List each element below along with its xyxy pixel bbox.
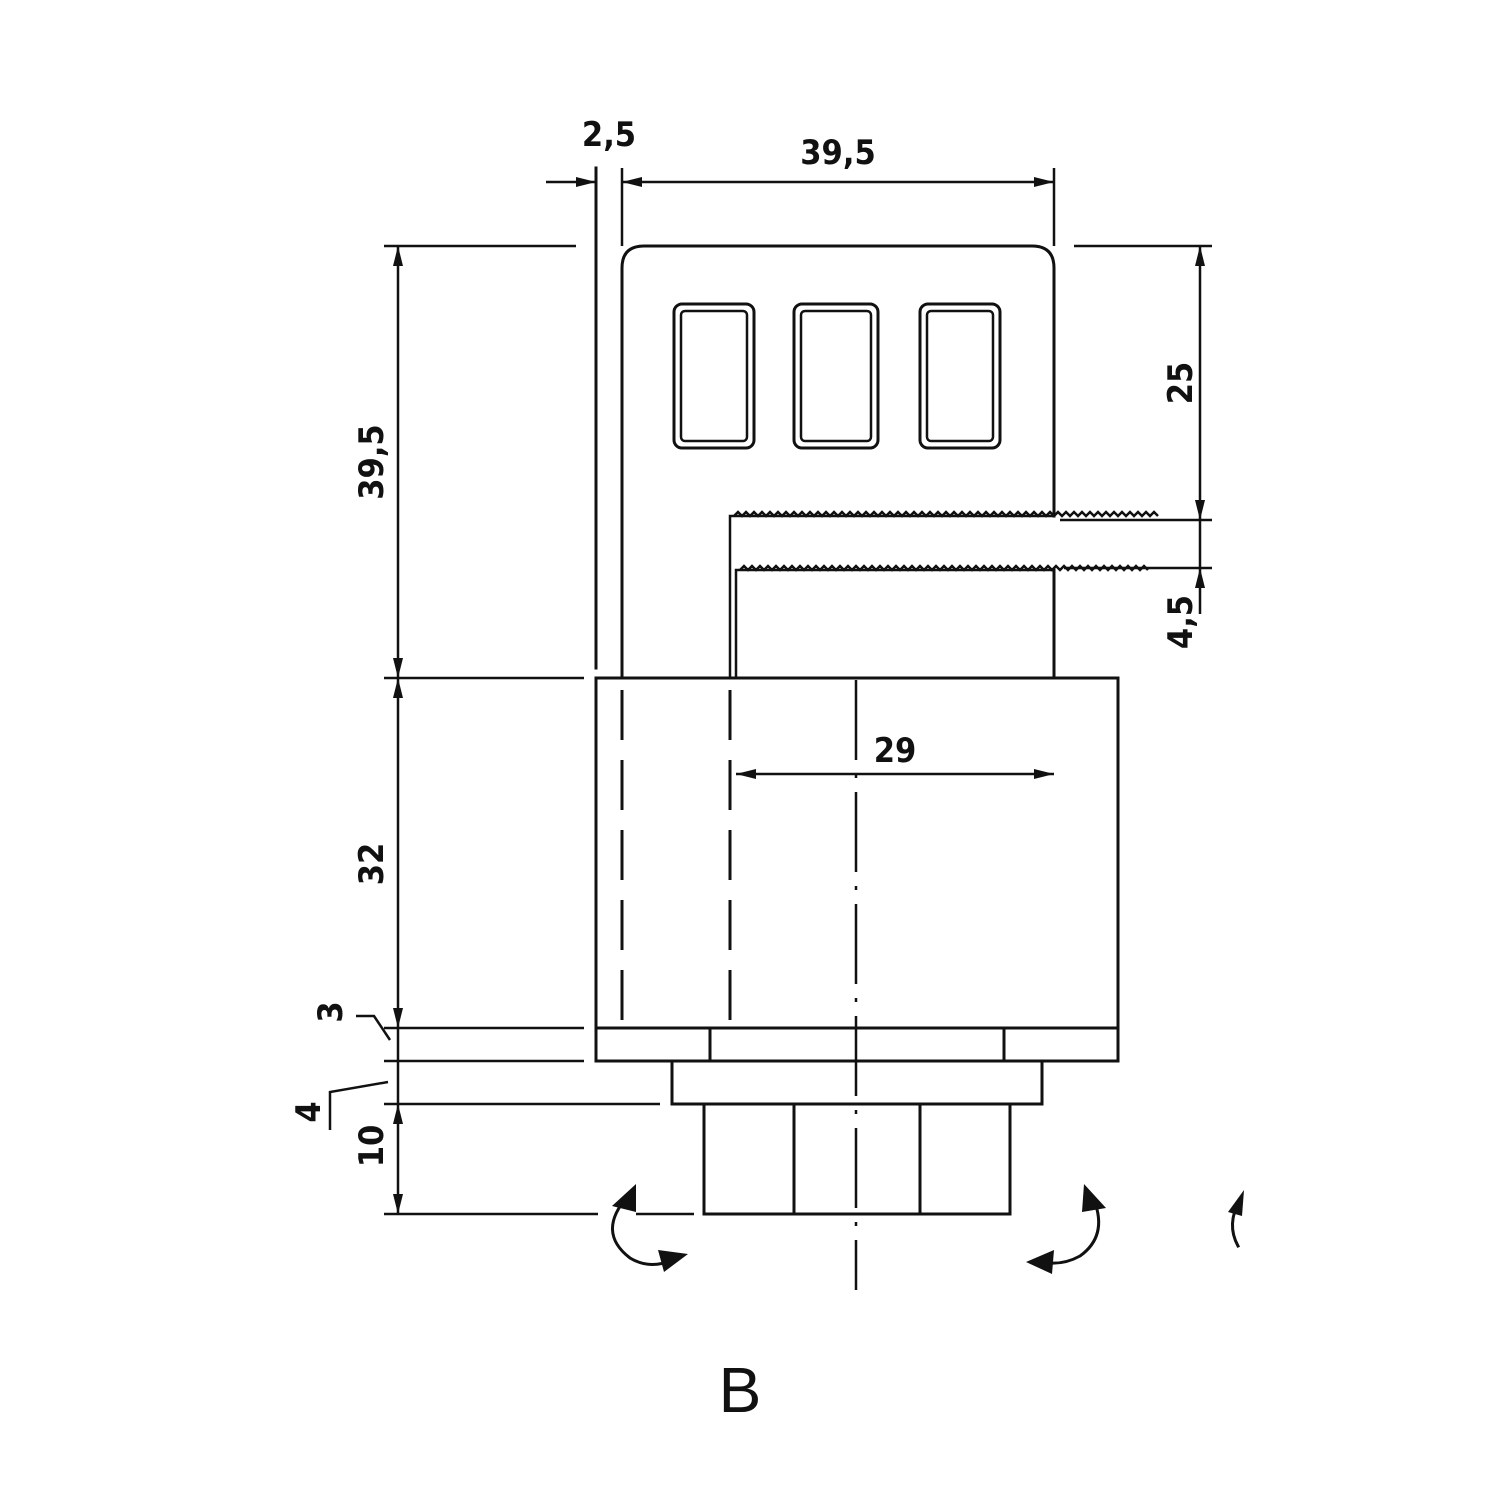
view-label: B [719,1354,762,1426]
dim-label-25: 25 [1161,362,1201,405]
dim-label-39-5-height: 39,5 [352,424,392,499]
dim-label-10: 10 [352,1125,392,1168]
dim-label-32: 32 [352,843,392,886]
rotation-arrow-left [611,1184,688,1272]
plate-outline [620,244,1056,680]
dim-label-2-5: 2,5 [582,115,636,155]
dim-slot-width [736,769,1054,779]
dim-top [546,168,1056,246]
window-right [918,302,1002,450]
dim-label-29: 29 [874,731,917,771]
window-left [672,302,756,450]
dim-left [328,244,694,1216]
rotation-arrow-partial [1228,1190,1244,1249]
dim-label-3: 3 [311,1001,351,1022]
rotation-arrow-right [1026,1184,1106,1274]
window-middle [792,302,880,450]
dim-label-39-5-width: 39,5 [800,133,875,173]
dim-label-4: 4 [289,1101,329,1122]
dim-label-4-5: 4,5 [1161,595,1201,649]
slot-cutout [728,510,1159,678]
dim-right [1060,244,1212,614]
hex-nut [702,1102,1012,1216]
